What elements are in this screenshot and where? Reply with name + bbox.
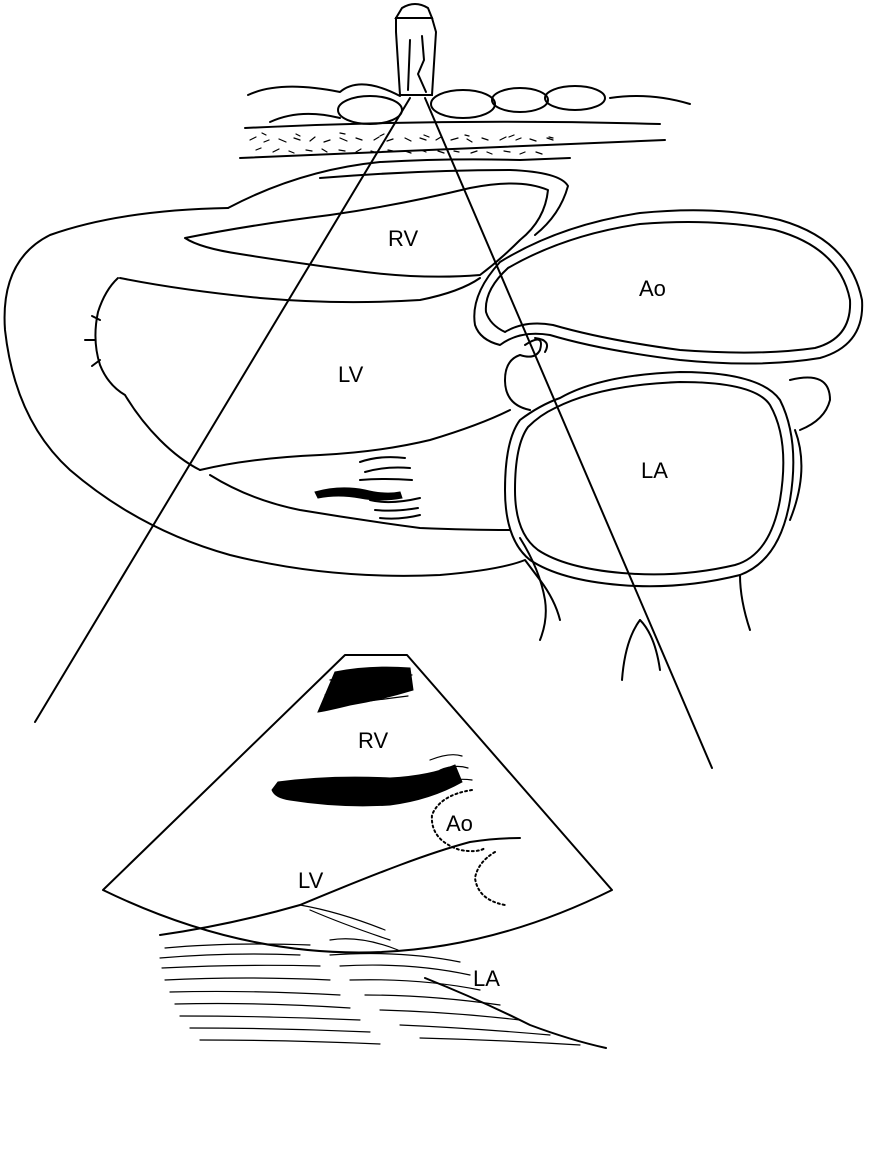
aortic-valve-cusps (505, 338, 547, 410)
echo-label-la: LA (473, 966, 500, 991)
echo-label-rv: RV (358, 728, 388, 753)
anatomy-labels: RV Ao LV LA (338, 226, 668, 483)
echo-label-lv: LV (298, 868, 324, 893)
echo-rv-wall-hatching (318, 667, 413, 712)
heart-outline (5, 158, 570, 620)
anatomy-label-ao: Ao (639, 276, 666, 301)
anatomy-label-lv: LV (338, 362, 364, 387)
left-atrium-chamber (505, 372, 830, 630)
anatomy-label-la: LA (641, 458, 668, 483)
echo-septum-hatching (272, 755, 472, 806)
echo-aortic-root-dotted (432, 790, 505, 905)
transducer-probe (396, 4, 436, 95)
anatomy-label-rv: RV (388, 226, 418, 251)
echo-label-ao: Ao (446, 811, 473, 836)
chest-wall-ribs (240, 84, 690, 158)
right-ventricle-chamber (185, 170, 568, 277)
mitral-valve (200, 410, 510, 530)
echo-lv-posterior-wall-hatching (160, 944, 606, 1048)
lower-vessel (520, 538, 660, 680)
